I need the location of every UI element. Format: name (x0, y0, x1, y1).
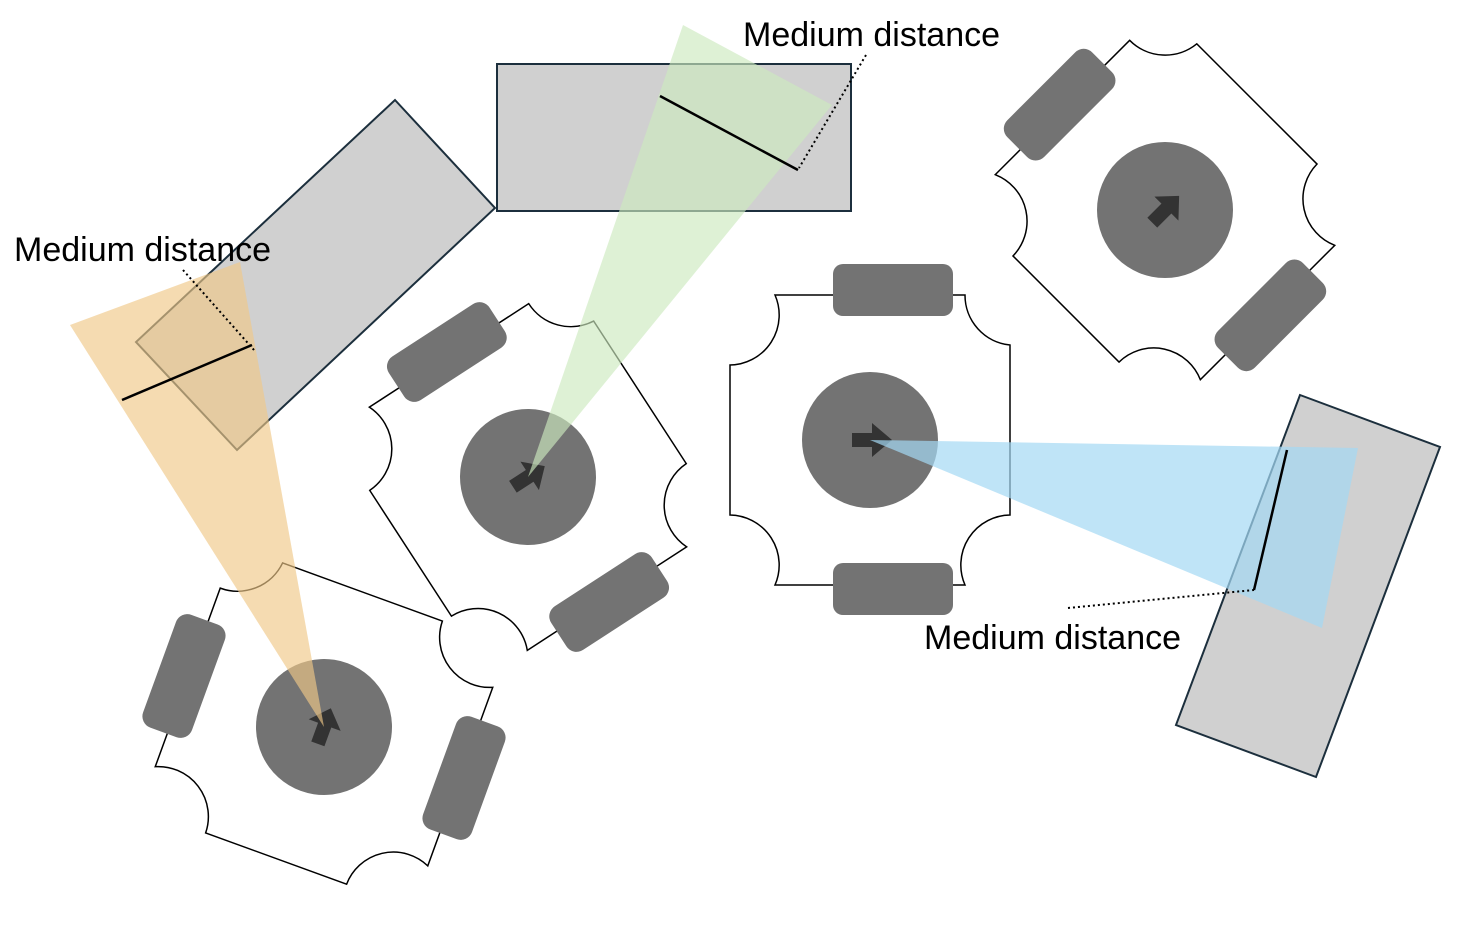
wheel (833, 264, 953, 316)
label-medium-distance-top: Medium distance (743, 16, 1000, 54)
wheel (386, 302, 507, 402)
wheel (833, 563, 953, 615)
distance-line-top (659, 94, 799, 172)
sensor-beams (70, 25, 1358, 727)
leader-line-right (1067, 589, 1255, 609)
wheel (142, 614, 226, 738)
direction-arrow-icon (308, 708, 341, 747)
distance-line-right (1252, 449, 1289, 591)
sensor-beam-orange (70, 262, 324, 727)
leader-lines (182, 54, 1255, 609)
distance-lines (121, 94, 1289, 591)
robot-center (729, 264, 1011, 615)
leader-line-top (798, 54, 867, 169)
robot-top-right (962, 7, 1368, 413)
sensor-beam-green (528, 25, 832, 477)
wheel (549, 552, 670, 652)
direction-arrow-icon (1147, 195, 1180, 228)
sensor-beam-blue (870, 440, 1358, 628)
distance-line-left (121, 343, 253, 402)
direction-arrow-icon (509, 461, 545, 493)
label-medium-distance-left: Medium distance (14, 231, 271, 269)
direction-arrow-icon (852, 423, 892, 457)
label-medium-distance-right: Medium distance (924, 619, 1181, 657)
wheel (422, 716, 506, 840)
wheel (1214, 259, 1327, 372)
wheel (1003, 48, 1116, 161)
